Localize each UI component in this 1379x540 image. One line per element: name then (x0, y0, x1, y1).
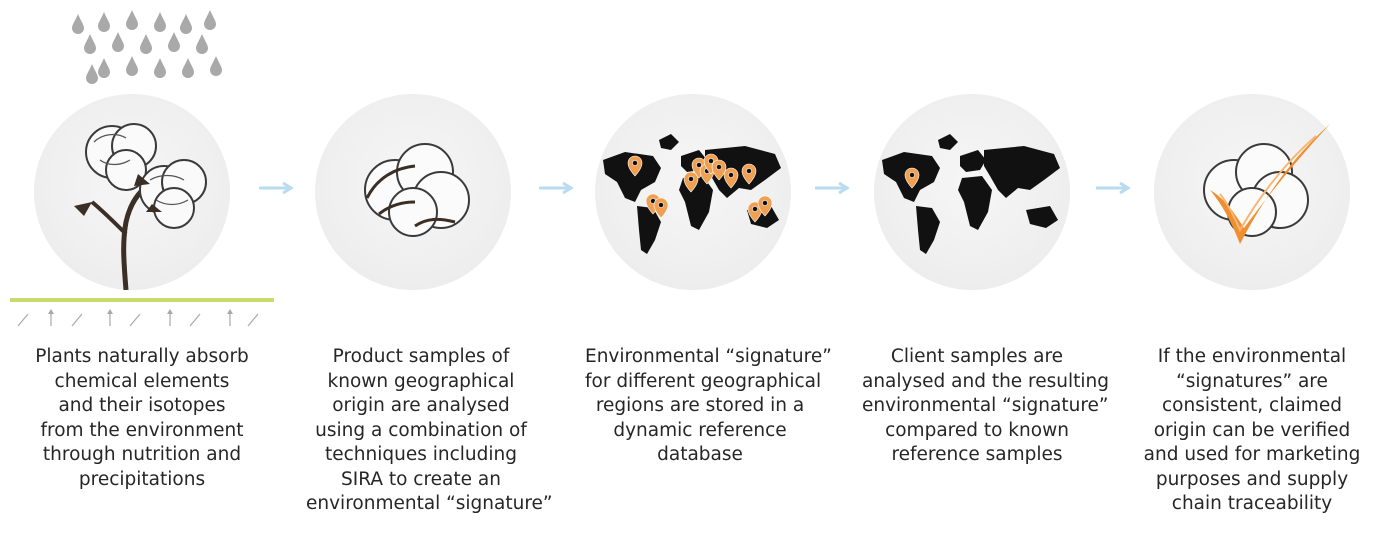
caption-line: “signatures” are (1176, 370, 1328, 392)
caption-line: origin can be verified (1153, 419, 1351, 441)
step-2-caption: Product samples of known geographical or… (306, 345, 553, 517)
caption-line: Product samples of (332, 346, 510, 367)
caption-line: database (657, 444, 743, 465)
caption-line: If the environmental (1157, 346, 1347, 367)
cotton-boll-icon (364, 143, 470, 237)
world-map-many-pins-icon (603, 134, 781, 254)
cotton-plant-icon (74, 123, 207, 290)
caption-line: environmental “signature” (862, 395, 1109, 416)
caption-line: chemical elements (54, 370, 230, 392)
ground-line (10, 298, 274, 327)
caption-line: purposes and supply (1155, 468, 1349, 490)
caption-line: Client samples are (890, 346, 1064, 367)
caption-line: regions are stored in a (595, 395, 805, 416)
step-2-circle (315, 94, 511, 290)
arrow-right-icon (539, 181, 574, 195)
step-3-caption: Environmental “signature” for different … (585, 345, 832, 468)
step-3-circle (595, 94, 791, 290)
caption-line: and used for marketing (1143, 444, 1361, 465)
world-map-one-pin-icon (882, 134, 1060, 254)
step-5-caption: If the environmental “signatures” are co… (1137, 345, 1367, 517)
caption-line: dynamic reference (613, 419, 787, 441)
caption-line: compared to known (885, 419, 1069, 441)
caption-line: through nutrition and (42, 444, 242, 465)
rain-drops-icon (72, 10, 222, 84)
caption-line: precipitations (78, 468, 206, 490)
step-1-caption: Plants naturally absorb chemical element… (27, 345, 257, 492)
caption-line: using a combination of (315, 419, 527, 441)
caption-line: SIRA to create an (341, 468, 501, 490)
cotton-checkmark-icon (1203, 124, 1330, 244)
caption-line: and their isotopes (58, 395, 226, 416)
step-5-circle (1154, 94, 1350, 290)
caption-line: from the environment (40, 419, 244, 441)
arrow-right-icon (815, 181, 850, 195)
caption-line: Environmental “signature” (585, 346, 832, 367)
step-4-caption: Client samples are analysed and the resu… (862, 345, 1110, 468)
step-4-circle (874, 94, 1070, 290)
caption-line: analysed and the resulting (862, 370, 1110, 392)
caption-line: consistent, claimed (1162, 395, 1342, 416)
caption-line: techniques including (324, 444, 518, 465)
caption-line: environmental “signature” (306, 493, 553, 514)
caption-line: reference samples (891, 444, 1063, 465)
step-1-circle (34, 94, 230, 290)
caption-line: known geographical (327, 370, 515, 392)
caption-line: chain traceability (1171, 493, 1333, 514)
arrow-right-icon (1096, 181, 1131, 195)
arrow-right-icon (259, 181, 294, 195)
caption-line: Plants naturally absorb (35, 346, 249, 367)
caption-line: for different geographical (585, 370, 822, 392)
caption-line: origin are analysed (332, 395, 510, 416)
